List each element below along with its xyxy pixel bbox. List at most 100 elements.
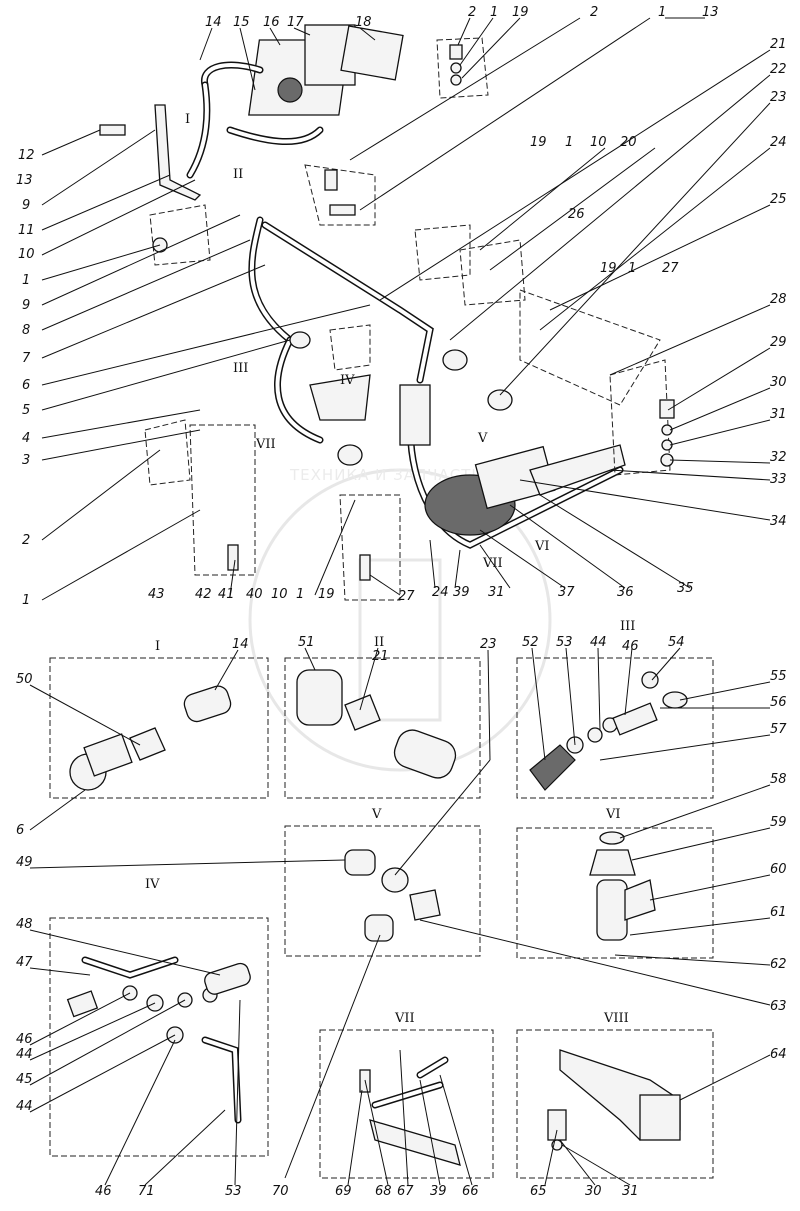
- detail-frames: [49, 657, 714, 1179]
- callout: 12: [18, 148, 35, 163]
- callout: 46: [622, 639, 639, 654]
- detail-leader-lines: [29, 647, 771, 1186]
- callout: 25: [770, 192, 787, 207]
- callout: 67: [397, 1184, 414, 1199]
- marker: VI: [534, 539, 550, 554]
- callout: 34: [770, 514, 787, 529]
- callout: 59: [770, 815, 787, 830]
- callout: 44: [590, 635, 607, 650]
- view-IV: IV 48 47 46 44 45 44 46 71 53: [16, 877, 242, 1199]
- callout: 23: [480, 637, 497, 652]
- hose-sleeve: [487, 389, 513, 411]
- valve-body: [337, 444, 363, 466]
- callout: 17: [287, 15, 304, 30]
- bolt-upper: [324, 169, 338, 191]
- marker: II: [233, 167, 243, 182]
- callout: 69: [335, 1184, 352, 1199]
- callout: 13: [16, 173, 33, 188]
- view-I: I 14 50 6: [16, 637, 249, 838]
- callout: 46: [16, 1032, 33, 1047]
- callout: 9: [22, 298, 30, 313]
- callout: 19: [600, 261, 617, 276]
- callout: 19: [530, 135, 547, 150]
- callout: 39: [430, 1184, 447, 1199]
- callout: 4: [22, 431, 30, 446]
- callout: 45: [16, 1072, 33, 1087]
- callout: 61: [770, 905, 787, 920]
- callout: 1: [565, 135, 573, 150]
- callout: 29: [770, 335, 787, 350]
- callout: 31: [488, 585, 505, 600]
- callout: 65: [530, 1184, 547, 1199]
- callout: 21: [372, 649, 389, 664]
- callout: 66: [462, 1184, 479, 1199]
- callout: 2: [22, 533, 30, 548]
- hose-clamp: [442, 349, 468, 371]
- main-leader-lines: [41, 17, 771, 601]
- callout: 49: [16, 855, 33, 870]
- callout: 68: [375, 1184, 392, 1199]
- callout: 20: [620, 135, 637, 150]
- callout: 54: [668, 635, 685, 650]
- callout: 40: [246, 587, 263, 602]
- view-title: I: [155, 639, 160, 654]
- view-title: VIII: [603, 1011, 629, 1026]
- callout: 44: [16, 1099, 33, 1114]
- washer-1: [450, 74, 462, 86]
- callout: 23: [770, 90, 787, 105]
- callout: 26: [568, 207, 585, 222]
- callout: 8: [22, 323, 30, 338]
- view-title: II: [374, 635, 384, 650]
- callout: 64: [770, 1047, 787, 1062]
- callout: 71: [138, 1184, 155, 1199]
- bolt-27: [359, 554, 371, 581]
- frame-rail: [529, 444, 626, 496]
- callout: 27: [398, 589, 415, 604]
- view-title: V: [371, 807, 382, 822]
- callout: 9: [22, 198, 30, 213]
- callout: 22: [770, 62, 787, 77]
- bracket: [154, 104, 202, 201]
- view-VI: VI 58 59 60 61 62: [605, 772, 787, 972]
- view-title: IV: [145, 877, 160, 892]
- callout: 1: [22, 273, 30, 288]
- callout: 39: [453, 585, 470, 600]
- main-assembly: [99, 24, 675, 601]
- washer-19: [450, 62, 462, 74]
- callout: 30: [585, 1184, 602, 1199]
- callout: 21: [770, 37, 787, 52]
- callout: 43: [148, 587, 165, 602]
- funnel-plate: [309, 374, 371, 421]
- marker: VII: [482, 556, 503, 571]
- callout: 63: [770, 999, 787, 1014]
- callout: 46: [95, 1184, 112, 1199]
- callout: 31: [622, 1184, 639, 1199]
- callout: 50: [16, 672, 33, 687]
- marker: I: [185, 112, 190, 127]
- callout: 16: [263, 15, 280, 30]
- bolt-29: [659, 399, 675, 419]
- callout: 60: [770, 862, 787, 877]
- cover-plate: [340, 25, 404, 81]
- callout: 55: [770, 669, 787, 684]
- callout: 24: [770, 135, 787, 150]
- view-markers: I II III IV V VI VII VII: [185, 112, 550, 571]
- view-V: V 23 49 63: [16, 637, 787, 1014]
- watermark-text: ТЕХНИКА И ЗАПЧАСТИ: [289, 466, 484, 484]
- callout: 2: [590, 5, 598, 20]
- callout: 11: [18, 223, 35, 238]
- callout: 37: [558, 585, 575, 600]
- callout: 6: [16, 823, 24, 838]
- view-VII: VII 69 68 67 39 66 70: [272, 1011, 479, 1199]
- callout: 19: [512, 5, 529, 20]
- callout: 6: [22, 378, 30, 393]
- callout: 14: [205, 15, 222, 30]
- callout: 53: [225, 1184, 242, 1199]
- callout: 33: [770, 472, 787, 487]
- callout: 1: [658, 5, 666, 20]
- valve-bracket: [399, 384, 431, 446]
- view-II: II 51 21: [298, 635, 389, 664]
- bolt-2: [449, 44, 463, 60]
- callout: 31: [770, 407, 787, 422]
